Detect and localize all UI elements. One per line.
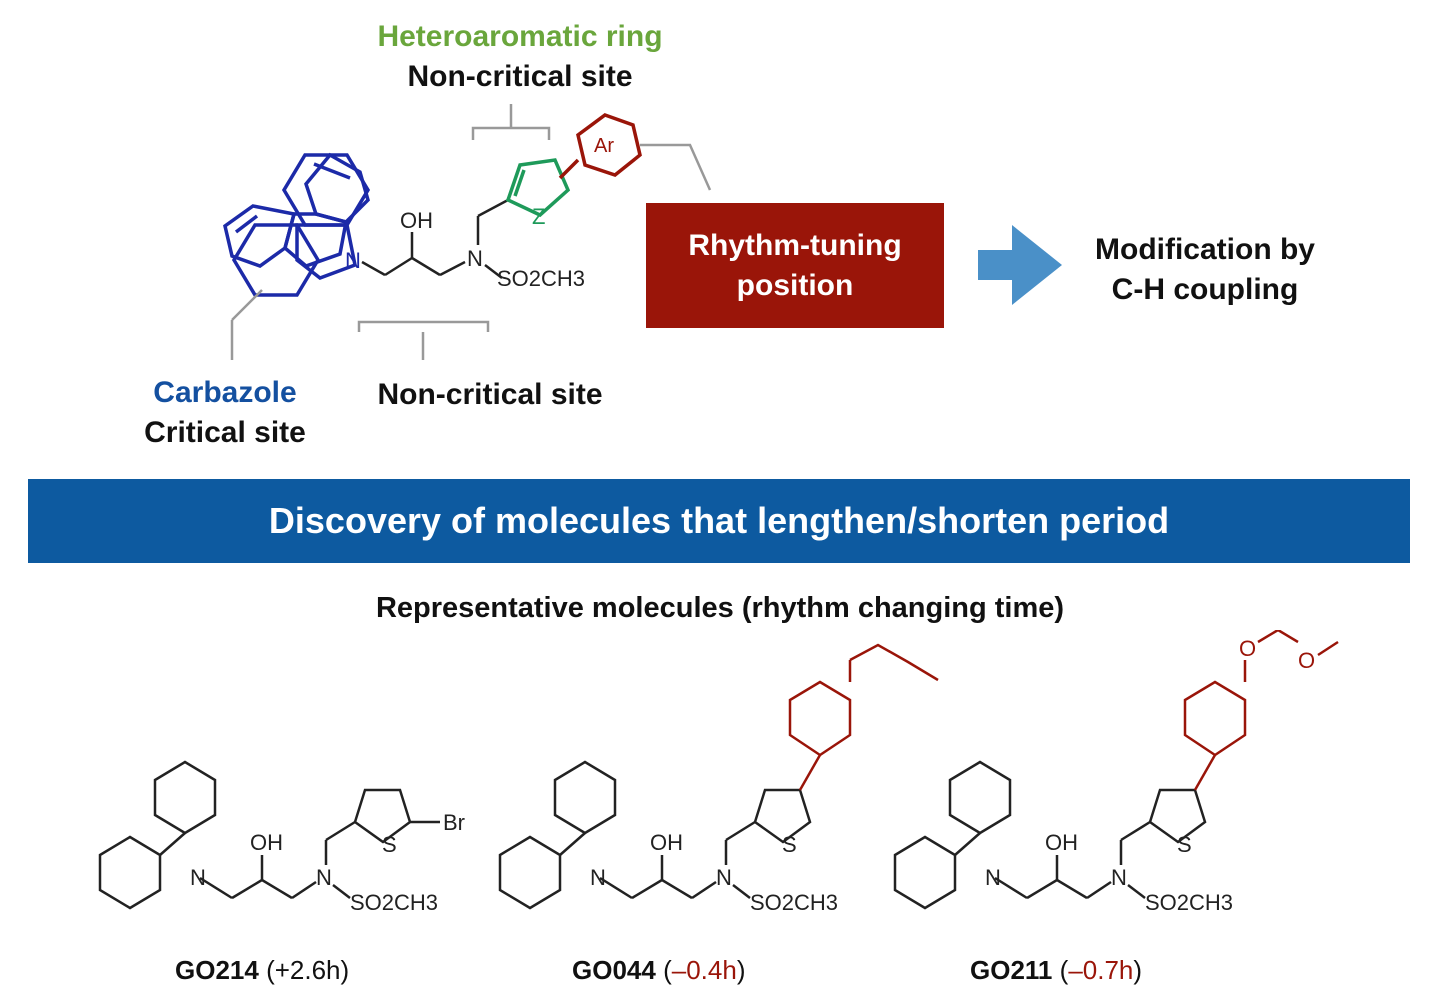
go211-o2: O — [1298, 648, 1315, 673]
carbazole-rings — [231, 153, 371, 297]
carbazole-label: Carbazole — [153, 376, 297, 409]
go211-change: –0.7h — [1068, 955, 1134, 985]
go044-sulfonyl: SO2CH3 — [750, 890, 838, 915]
go211-sulfonyl: SO2CH3 — [1145, 890, 1233, 915]
sulfonyl-label: SO2CH3 — [497, 266, 585, 291]
go044-aryl — [788, 643, 939, 791]
go211-name: GO211 — [970, 955, 1053, 985]
go044-close: ) — [736, 955, 746, 985]
go214-change: (+2.6h) — [266, 955, 350, 985]
brackets — [230, 104, 712, 360]
go214-oh: OH — [250, 830, 283, 855]
molecule-go044 — [498, 760, 812, 910]
caption-go214: GO214 (+2.6h) — [175, 955, 349, 986]
carbazole-core — [223, 152, 370, 268]
heteroaromatic-label: Heteroaromatic ring — [377, 20, 663, 53]
right-arrow — [978, 225, 1062, 305]
go214-s: S — [382, 832, 397, 857]
go044-n-carb: N — [590, 865, 606, 890]
go211-n-carb: N — [985, 865, 1001, 890]
rhythm-line1: Rhythm-tuning — [688, 228, 902, 262]
rhythm-line2: position — [736, 268, 854, 302]
aryl-ring — [558, 113, 642, 180]
ar-label: Ar — [594, 135, 614, 157]
go211-s: S — [1177, 832, 1192, 857]
go211-close: ) — [1133, 955, 1143, 985]
go044-s: S — [782, 832, 797, 857]
go211-aryl — [1183, 630, 1339, 791]
scaffold-diagram: N OH N SO2CH3 Z Ar — [223, 104, 1062, 360]
modification-label: Modification by C-H coupling — [1060, 230, 1350, 310]
go211-open: ( — [1059, 955, 1069, 985]
linker-label: Non-critical site — [377, 378, 603, 411]
oh-label: OH — [400, 208, 433, 233]
go044-oh: OH — [650, 830, 683, 855]
go211-n-amine: N — [1111, 865, 1127, 890]
go044-open: ( — [663, 955, 672, 985]
molecule-go211 — [893, 760, 1207, 910]
carbazole-n-label: N — [345, 248, 361, 273]
go214-n-carb: N — [190, 865, 206, 890]
go214-sulfonyl: SO2CH3 — [350, 890, 438, 915]
go044-n-amine: N — [716, 865, 732, 890]
go044-name: GO044 — [572, 955, 656, 985]
representative-title: Representative molecules (rhythm changin… — [375, 592, 1065, 624]
amine-n-label: N — [467, 246, 483, 271]
discovery-banner: Discovery of molecules that lengthen/sho… — [28, 479, 1410, 563]
go044-change: –0.4h — [671, 955, 737, 985]
molecule-structures: N OH N SO2CH3 S Br N OH N SO2CH3 S — [98, 630, 1339, 915]
carbazole-sub-label: Critical site — [144, 416, 306, 449]
go211-oh: OH — [1045, 830, 1078, 855]
z-label: Z — [532, 204, 545, 229]
linker-chain — [361, 198, 509, 279]
go214-name: GO214 — [175, 955, 259, 985]
caption-go044: GO044 (–0.4h) — [572, 955, 745, 986]
go214-br: Br — [443, 810, 465, 835]
heteroaromatic-sub-label: Non-critical site — [407, 60, 633, 93]
go214-n-amine: N — [316, 865, 332, 890]
caption-go211: GO211 (–0.7h) — [970, 955, 1142, 986]
rhythm-tuning-box: Rhythm-tuning position — [646, 203, 944, 328]
molecule-go214 — [98, 760, 440, 910]
modification-line2: C-H coupling — [1111, 273, 1299, 306]
go211-o1: O — [1239, 636, 1256, 661]
modification-line1: Modification by — [1095, 233, 1315, 266]
